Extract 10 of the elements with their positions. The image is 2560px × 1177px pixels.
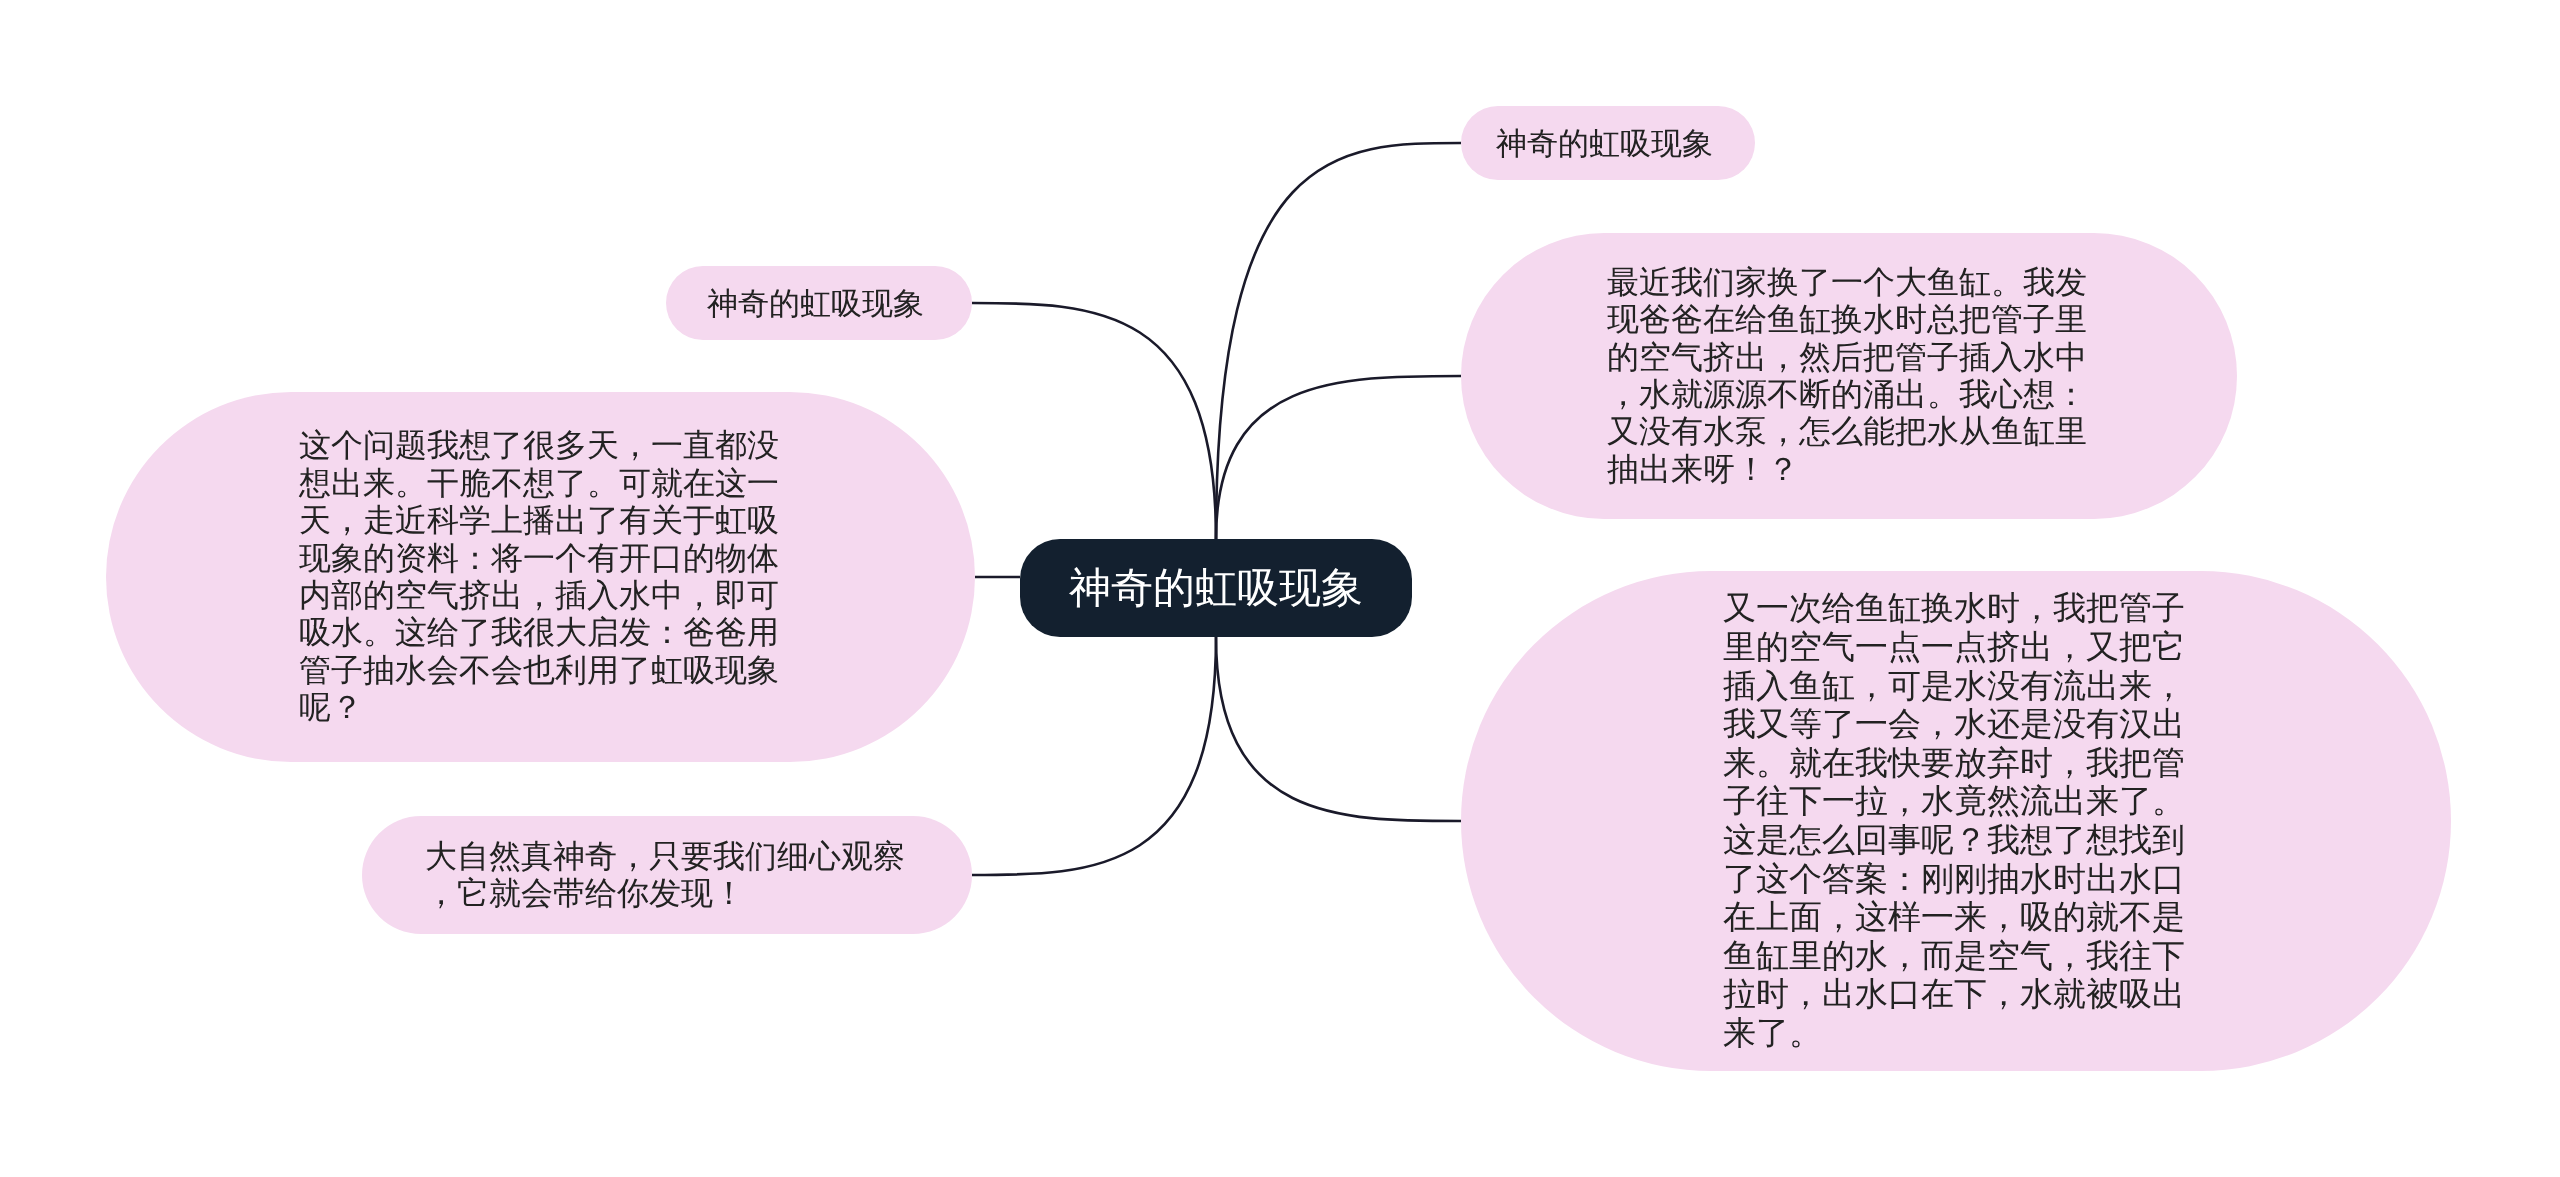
central-topic: 神奇的虹吸现象 xyxy=(1020,539,1412,637)
branch-line xyxy=(975,575,1020,579)
topic-bubble: 大自然真神奇，只要我们细心观察，它就会带给你发现！ xyxy=(362,816,972,934)
topic-bubble: 神奇的虹吸现象 xyxy=(1461,106,1755,180)
topic-bubble: 最近我们家换了一个大鱼缸。我发现爸爸在给鱼缸换水时总把管子里的空气挤出，然后把管子插入水中，水就源源不断的涌出。我心想：又没有水泵，怎么能把水从鱼缸里抽出来呀！？ xyxy=(1461,233,2237,519)
topic-bubble: 这个问题我想了很多天，一直都没想出来。干脆不想了。可就在这一天，走近科学上播出了有关于虹吸现象的资料：将一个有开口的物体内部的空气挤出，插入水中，即可吸水。这给了我很大启发：爸爸用管子抽水会不会也利用了虹吸现象呢？ xyxy=(106,392,975,762)
branch-line xyxy=(972,636,1218,877)
branch-line xyxy=(972,301,1218,540)
topic-bubble: 又一次给鱼缸换水时，我把管子里的空气一点一点挤出，又把它插入鱼缸，可是水没有流出来，我又等了一会，水还是没有汉出来。就在我快要放弃时，我把管子往下一拉，水竟然流出来了。这是怎么回事呢？我想了想找到了这个答案：刚刚抽水时出水口在上面，这样一来，吸的就不是鱼缸里的水，而是空气，我往下拉时，出水口在下，水就被吸出来了。 xyxy=(1461,571,2451,1071)
topic-bubble: 神奇的虹吸现象 xyxy=(666,266,972,340)
